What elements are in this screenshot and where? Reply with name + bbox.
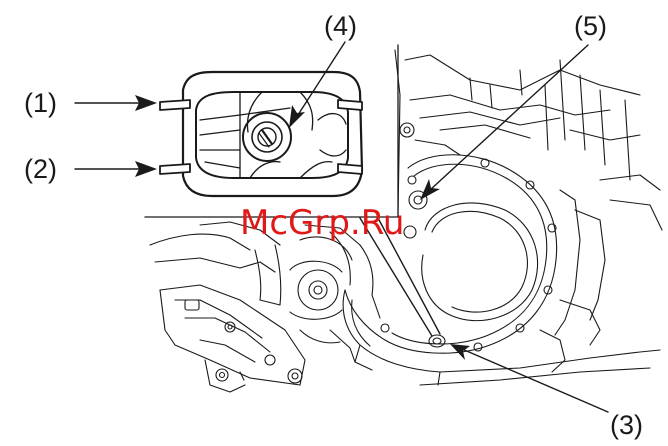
callout-label-4: (4) <box>324 13 357 40</box>
callout-label-1: (1) <box>24 90 57 117</box>
callout-label-3: (3) <box>610 412 643 439</box>
inset-lens-detail <box>200 92 346 178</box>
callout-label-2: (2) <box>24 156 57 183</box>
callout-label-5: (5) <box>574 13 607 40</box>
engine-lineart <box>150 50 662 392</box>
inset-level-tabs <box>160 100 362 174</box>
watermark-text: McGrp.Ru <box>240 206 404 240</box>
